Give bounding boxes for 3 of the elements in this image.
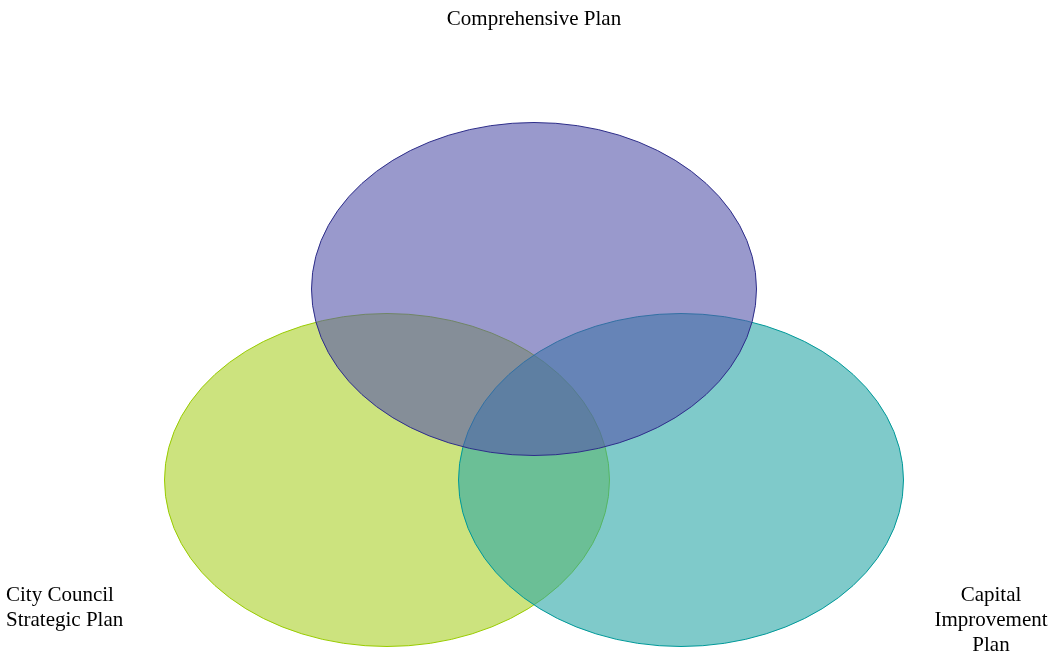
set-label: City Council Strategic Plan: [6, 582, 125, 632]
set-label: Capital Improvement Plan: [933, 582, 1049, 657]
set-label: Comprehensive Plan: [445, 6, 623, 31]
